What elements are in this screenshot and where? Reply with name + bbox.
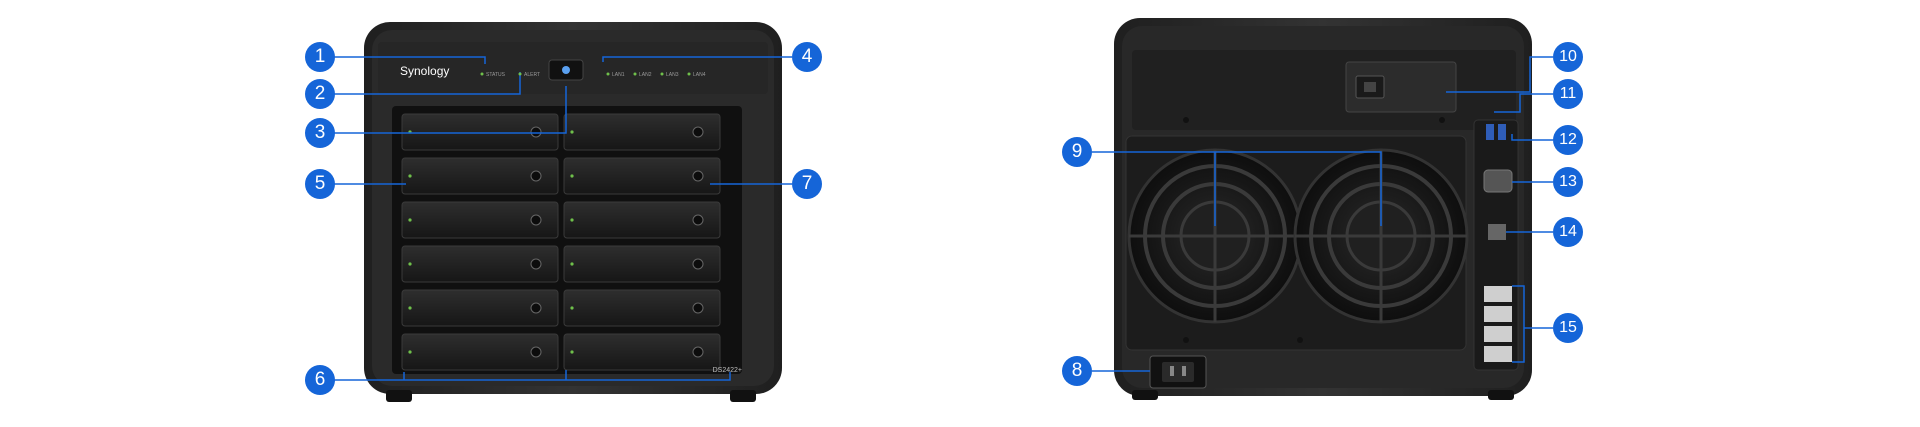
callout-9: 9	[1062, 137, 1092, 167]
brand-label: Synology	[400, 64, 449, 78]
lan-indicator: LAN1	[612, 72, 625, 78]
callout-8: 8	[1062, 356, 1092, 386]
callout-13: 13	[1553, 167, 1583, 197]
drive-led	[570, 306, 574, 310]
leader-lines	[333, 56, 1553, 381]
callout-11: 11	[1553, 79, 1583, 109]
indicator-led	[633, 72, 637, 76]
tray-lock-icon	[692, 126, 704, 138]
callout-6: 6	[305, 365, 335, 395]
tray-lock-icon	[692, 302, 704, 314]
drive-led	[408, 306, 412, 310]
drive-led	[408, 218, 412, 222]
lan-indicator: LAN3	[666, 72, 679, 78]
lan-indicator: LAN4	[693, 72, 706, 78]
indicator-led	[687, 72, 691, 76]
drive-led	[570, 262, 574, 266]
indicator-led	[480, 72, 484, 76]
drive-led	[408, 174, 412, 178]
callout-1: 1	[305, 42, 335, 72]
tray-lock-icon	[692, 346, 704, 358]
drive-tray	[401, 245, 559, 283]
serial-port	[1483, 169, 1513, 193]
drive-tray	[563, 201, 721, 239]
callout-4: 4	[792, 42, 822, 72]
callout-12: 12	[1553, 125, 1583, 155]
expansion-port	[1488, 224, 1506, 240]
drive-tray	[401, 333, 559, 371]
drive-tray	[401, 157, 559, 195]
tray-lock-icon	[692, 214, 704, 226]
indicator-led	[518, 72, 522, 76]
drive-led	[570, 218, 574, 222]
model-label: DS2422+	[713, 367, 742, 374]
drive-led	[570, 130, 574, 134]
drive-led	[408, 262, 412, 266]
indicator-led	[660, 72, 664, 76]
callout-10: 10	[1553, 42, 1583, 72]
drive-tray	[563, 333, 721, 371]
usb-ports	[1486, 124, 1506, 140]
tray-lock-icon	[530, 214, 542, 226]
tray-lock-icon	[530, 346, 542, 358]
drive-tray	[401, 113, 559, 151]
drive-led	[408, 350, 412, 354]
drive-tray	[563, 245, 721, 283]
tray-lock-icon	[692, 258, 704, 270]
status-indicator: STATUS	[486, 72, 506, 78]
drive-tray	[563, 157, 721, 195]
front-indicators: STATUS ALERT LAN1 LAN2 LAN3 LAN4	[480, 72, 706, 78]
callout-2: 2	[305, 79, 335, 109]
drive-trays	[401, 113, 721, 371]
tray-lock-icon	[692, 170, 704, 182]
tray-lock-icon	[530, 258, 542, 270]
drive-tray	[401, 201, 559, 239]
tray-lock-icon	[530, 170, 542, 182]
tray-lock-icon	[530, 302, 542, 314]
callout-5: 5	[305, 169, 335, 199]
callout-14: 14	[1553, 217, 1583, 247]
callout-7: 7	[792, 169, 822, 199]
power-inlet	[1149, 355, 1207, 389]
psu-module	[1345, 61, 1457, 113]
indicator-led	[606, 72, 610, 76]
lan-indicator: LAN2	[639, 72, 652, 78]
drive-tray	[563, 113, 721, 151]
drive-tray	[563, 289, 721, 327]
callout-3: 3	[305, 118, 335, 148]
callout-15: 15	[1553, 313, 1583, 343]
drive-led	[570, 350, 574, 354]
drive-tray	[401, 289, 559, 327]
drive-led	[570, 174, 574, 178]
tray-lock-icon	[530, 126, 542, 138]
alert-indicator: ALERT	[524, 72, 540, 78]
lan-ports	[1484, 286, 1512, 362]
